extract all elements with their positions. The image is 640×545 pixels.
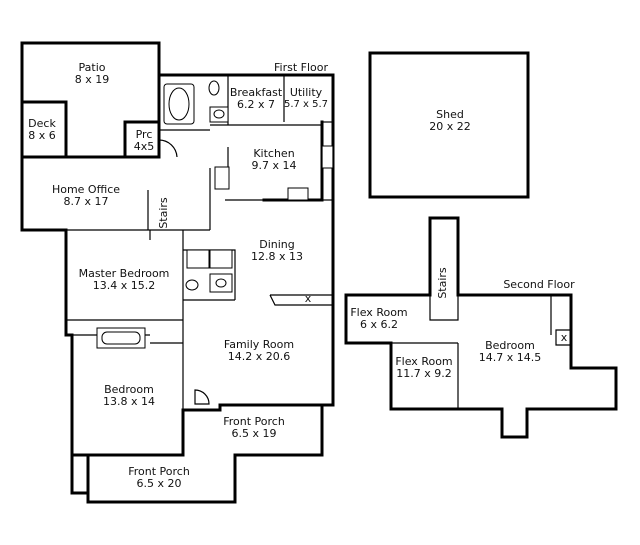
second-floor-interior (391, 295, 571, 409)
x-mark-first: x (304, 292, 312, 305)
flex-room1-dims: 6 x 6.2 (359, 318, 398, 331)
front-porch2-dims: 6.5 x 20 (136, 477, 182, 490)
bedroom1-name: Bedroom (104, 383, 154, 396)
dining-dims: 12.8 x 13 (251, 250, 303, 263)
utility-name: Utility (289, 86, 323, 99)
stairs-first-label: Stairs (157, 197, 170, 229)
kitchen-label: Kitchen 9.7 x 14 (252, 148, 297, 172)
family-room-label: Family Room 14.2 x 20.6 (224, 339, 294, 363)
shed-dims: 20 x 22 (429, 120, 471, 133)
front-porch2-label: Front Porch 6.5 x 20 (128, 466, 190, 490)
breakfast-dims: 6.2 x 7 (237, 98, 275, 111)
utility-dims: 5.7 x 5.7 (283, 99, 329, 110)
toilet-master (185, 279, 199, 291)
master-bedroom-label: Master Bedroom 13.4 x 15.2 (79, 268, 170, 292)
kitchen-dims: 9.7 x 14 (251, 159, 297, 172)
bathtub-basin (168, 87, 190, 121)
master-bath-sink2 (209, 249, 233, 269)
utility-label: Utility 5.7 x 5.7 (284, 87, 328, 111)
front-porch1-label: Front Porch 6.5 x 19 (223, 416, 285, 440)
deck-label: Deck 8 x 6 (28, 118, 56, 142)
flex-room1-name: Flex Room (350, 306, 408, 319)
bedroom2-name: Bedroom (485, 339, 535, 352)
patio-dims: 8 x 19 (74, 73, 110, 86)
shed-name: Shed (436, 108, 464, 121)
second-floor-title: Second Floor (503, 278, 575, 291)
vanity-basin (215, 278, 227, 288)
first-floor (20, 41, 335, 504)
kitchen-name: Kitchen (253, 147, 295, 160)
shed-label: Shed 20 x 22 (429, 109, 471, 133)
bedroom2-label: Bedroom 14.7 x 14.5 (479, 340, 542, 364)
flex-room2-dims: 11.7 x 9.2 (396, 367, 452, 380)
master-tub-inner (101, 331, 141, 345)
toilet-upper (208, 80, 220, 96)
bedroom-door (194, 389, 210, 405)
front-porch2-name: Front Porch (128, 465, 190, 478)
master-bedroom-dims: 13.4 x 15.2 (92, 279, 156, 292)
fridge (214, 166, 230, 190)
prc-door (158, 139, 178, 158)
counter-right (321, 121, 334, 201)
patio-label: Patio 8 x 19 (75, 62, 110, 86)
home-office-dims: 8.7 x 17 (63, 195, 109, 208)
flex-room2-label: Flex Room 11.7 x 9.2 (395, 356, 452, 380)
home-office-label: Home Office 8.7 x 17 (52, 184, 120, 208)
second-floor (344, 216, 618, 439)
first-floor-title: First Floor (273, 61, 329, 74)
bedroom2-dims: 14.7 x 14.5 (478, 351, 542, 364)
prc-name: Prc (135, 128, 153, 141)
shed-outline (368, 51, 530, 199)
house-outer-wall (20, 73, 335, 504)
deck-outline (20, 100, 68, 159)
dining-label: Dining 12.8 x 13 (251, 239, 303, 263)
family-room-dims: 14.2 x 20.6 (227, 350, 291, 363)
x-mark-second: x (560, 331, 568, 344)
bedroom1-dims: 13.8 x 14 (103, 395, 155, 408)
family-room-name: Family Room (223, 338, 295, 351)
kitchen-sink (321, 145, 334, 169)
breakfast-name: Breakfast (229, 86, 283, 99)
flex-room1-label: Flex Room 6 x 6.2 (350, 307, 407, 331)
home-office-name: Home Office (51, 183, 121, 196)
second-floor-outer-wall (344, 216, 618, 439)
prc-dims: 4x5 (133, 140, 155, 153)
flex-room2-name: Flex Room (395, 355, 453, 368)
deck-dims: 8 x 6 (28, 129, 56, 142)
front-porch1-name: Front Porch (223, 415, 285, 428)
stairs-second-label: Stairs (436, 267, 449, 299)
sink-upper-basin (213, 109, 225, 119)
deck-name: Deck (28, 117, 56, 130)
patio-name: Patio (78, 61, 106, 74)
front-porch1-dims: 6.5 x 19 (231, 427, 277, 440)
dining-name: Dining (259, 238, 295, 251)
prc-label: Prc 4x5 (134, 129, 155, 153)
prc-outline (123, 120, 161, 159)
breakfast-label: Breakfast 6.2 x 7 (230, 87, 282, 111)
bedroom1-label: Bedroom 13.8 x 14 (103, 384, 155, 408)
master-bath-sink (186, 249, 210, 269)
stove (287, 187, 309, 201)
master-bedroom-name: Master Bedroom (78, 267, 170, 280)
